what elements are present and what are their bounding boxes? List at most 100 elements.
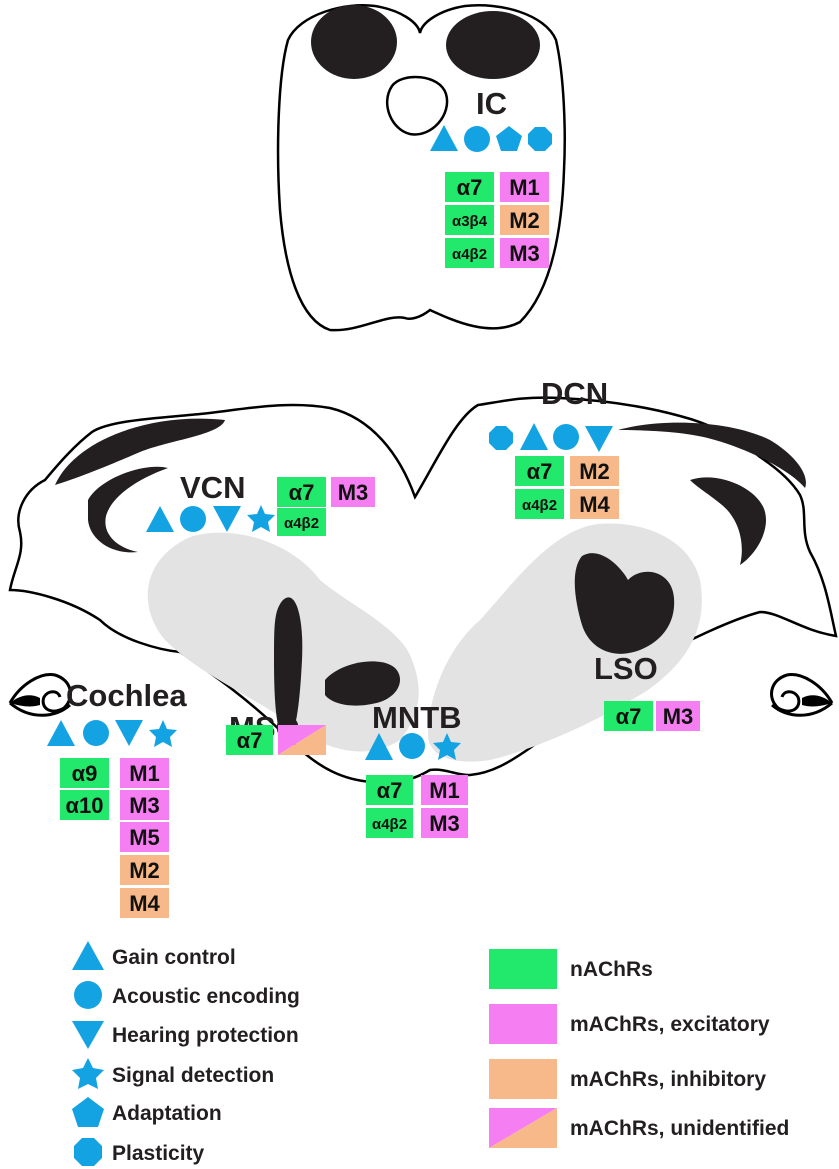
legend-swatch-inhibitory [489, 1059, 557, 1099]
triangle-icon [146, 506, 174, 532]
receptor-box [656, 701, 700, 731]
ic-right-lobe [446, 11, 540, 79]
star-icon [149, 720, 177, 747]
receptor-label: α7 [616, 704, 642, 729]
receptor-box [421, 775, 468, 805]
receptor-box [226, 725, 273, 755]
receptor-box [570, 489, 619, 519]
triangle-icon [520, 423, 548, 450]
pentagon-icon [496, 126, 522, 151]
receptor-box [445, 172, 494, 202]
mntb-receptors: α7 α4β2 M1 M3 [366, 775, 468, 838]
receptor-box [60, 790, 109, 820]
ic-receptors: α7 α3β4 α4β2 M1 M2 M3 [445, 172, 549, 268]
receptor-label: M3 [509, 241, 540, 266]
function-legend: Gain control Acoustic encoding Hearing p… [72, 941, 300, 1166]
receptor-box [500, 172, 549, 202]
receptor-box [120, 888, 169, 918]
receptor-label: M2 [509, 208, 540, 233]
receptor-box [604, 701, 653, 731]
pentagon-icon [72, 1097, 104, 1127]
triangle-icon [365, 733, 393, 760]
vcn-receptors: α7 α4β2 M3 [277, 477, 375, 536]
ic-left-lobe [311, 5, 397, 79]
octagon-icon [489, 426, 513, 450]
inverted-triangle-icon [213, 506, 241, 532]
legend-label: mAChRs, inhibitory [570, 1068, 766, 1091]
inverted-triangle-icon [115, 720, 143, 746]
receptor-box [120, 822, 169, 852]
cochlea-receptors: α9 α10 M1 M3 M5 M2 M4 [60, 758, 169, 918]
receptor-box [515, 456, 564, 486]
receptor-label: M4 [129, 891, 160, 916]
receptor-label: α7 [527, 459, 553, 484]
legend-label: Gain control [112, 946, 236, 969]
lso-nucleus [574, 553, 675, 654]
receptor-label: α4β2 [284, 515, 319, 532]
legend-swatch-excitatory [489, 1004, 557, 1044]
receptor-label: M3 [338, 480, 369, 505]
unidentified-receptor-box [278, 725, 326, 755]
cerebellar-peduncle-left [55, 418, 225, 485]
star-icon [433, 733, 461, 760]
receptor-box [515, 489, 564, 519]
receptor-label: α4β2 [522, 497, 557, 514]
receptor-label: α7 [377, 778, 403, 803]
circle-icon [399, 733, 425, 759]
lso-label: LSO [594, 651, 658, 686]
triangle-icon [430, 125, 458, 151]
ic-section [276, 4, 566, 332]
receptor-box [120, 855, 169, 885]
dcn-functions [489, 423, 613, 452]
vcn-nucleus-left [88, 466, 168, 553]
receptor-label: M1 [429, 778, 460, 803]
receptor-label: α7 [289, 480, 315, 505]
legend-label: Adaptation [112, 1102, 222, 1125]
receptor-label: M2 [129, 858, 160, 883]
receptor-label: M4 [579, 492, 610, 517]
mntb-label: MNTB [372, 700, 462, 735]
triangle-icon [47, 720, 75, 746]
receptor-box [366, 808, 413, 838]
legend-label: Acoustic encoding [112, 985, 300, 1008]
receptor-box [500, 238, 549, 268]
circle-icon [83, 720, 109, 746]
legend-label: Plasticity [112, 1142, 205, 1165]
ic-functions [430, 125, 552, 152]
legend-swatch-unidentified [489, 1108, 557, 1148]
receptor-label: M2 [579, 459, 610, 484]
triangle-icon [72, 941, 104, 970]
receptor-label: M1 [509, 175, 540, 200]
cochlea-label: Cochlea [66, 678, 187, 713]
mntb-functions [365, 733, 461, 760]
cerebellar-peduncle-right [618, 422, 806, 488]
star-icon [72, 1058, 104, 1089]
dcn-receptors: α7 α4β2 M2 M4 [515, 456, 619, 519]
receptor-box [60, 758, 109, 788]
legend-swatch-nicotinic [489, 949, 557, 989]
legend-label: mAChRs, unidentified [570, 1117, 789, 1140]
receptor-box [366, 775, 413, 805]
legend-label: Hearing protection [112, 1024, 299, 1047]
octagon-icon [528, 127, 552, 151]
receptor-label: M1 [129, 761, 160, 786]
receptor-legend: nAChRs mAChRs, excitatory mAChRs, inhibi… [489, 949, 789, 1148]
receptor-box [277, 477, 326, 507]
aqueduct [386, 75, 449, 136]
receptor-label: M3 [129, 793, 160, 818]
receptor-box [331, 477, 375, 507]
circle-icon [553, 424, 579, 450]
vcn-label: VCN [180, 470, 245, 505]
receptor-label: M5 [129, 825, 160, 850]
vcn-functions [146, 505, 275, 532]
receptor-box [421, 808, 468, 838]
legend-label: Signal detection [112, 1064, 274, 1087]
vcn-nucleus-right [690, 477, 766, 565]
receptor-label: M3 [429, 811, 460, 836]
ic-label: IC [476, 86, 507, 121]
receptor-label: α4β2 [452, 246, 487, 263]
receptor-box [120, 758, 169, 788]
octagon-icon [74, 1138, 102, 1166]
legend-label: nAChRs [570, 958, 653, 981]
